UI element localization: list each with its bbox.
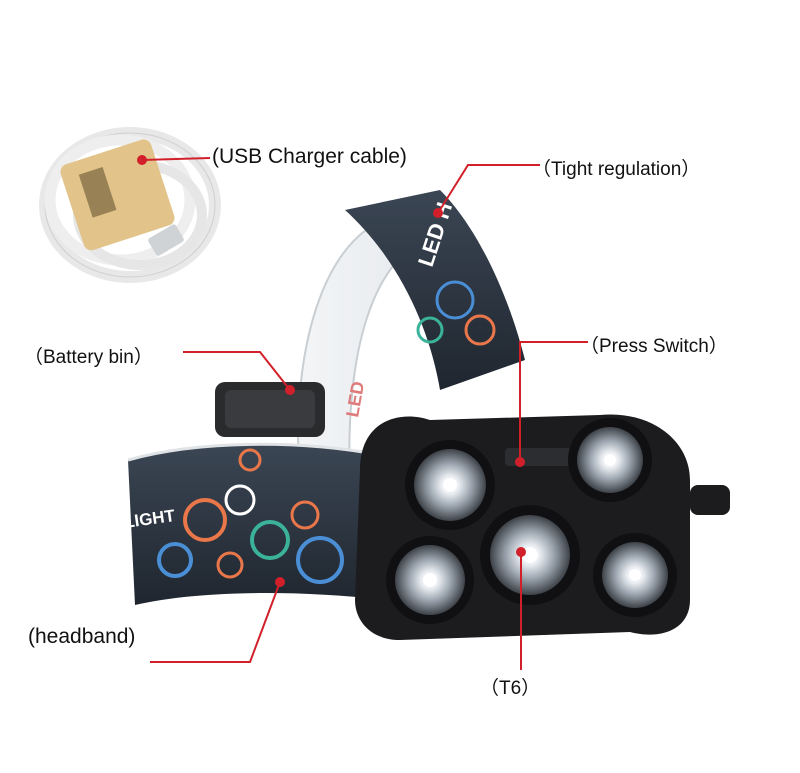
callout-line-headband [150, 581, 281, 663]
headlamp-body [355, 414, 730, 640]
led-bottom-right [593, 533, 677, 617]
label-tight-regulation: （Tight regulation） [532, 159, 701, 180]
led-center-t6 [480, 505, 580, 605]
callout-lines [137, 155, 588, 670]
callout-line-press [519, 341, 588, 462]
label-headband: (headband) [28, 625, 136, 648]
callout-line-tight [437, 164, 540, 214]
led-bottom-left [386, 536, 474, 624]
label-usb-charger-cable: (USB Charger cable) [212, 145, 407, 168]
label-t6: （T6） [480, 678, 541, 699]
battery-bin [215, 382, 325, 437]
led-top-left [405, 440, 495, 530]
top-strap [345, 190, 525, 390]
led-top-right [568, 418, 652, 502]
callout-line-battery [183, 351, 291, 391]
label-press-switch: （Press Switch） [580, 336, 728, 357]
label-battery-bin: （Battery bin） [24, 347, 153, 368]
callout-line-usb [141, 157, 211, 161]
usb-cable [39, 127, 221, 283]
headband [127, 442, 385, 605]
